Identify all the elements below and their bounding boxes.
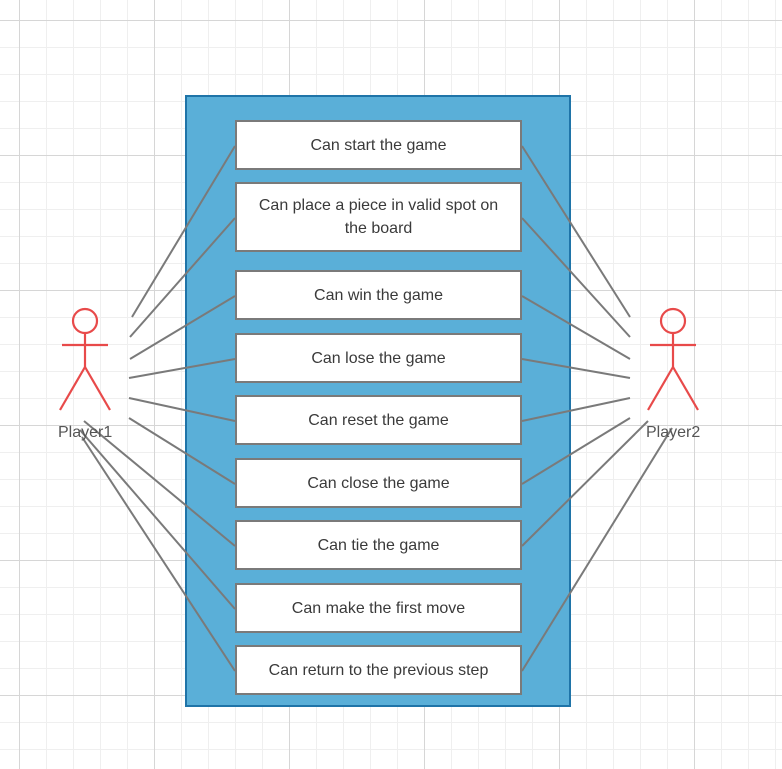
use-case-label: Can win the game bbox=[314, 286, 443, 304]
use-case-close-game[interactable]: Can close the game bbox=[235, 458, 522, 508]
association-line-player1-return[interactable] bbox=[81, 436, 236, 672]
use-case-return-previous-step[interactable]: Can return to the previous step bbox=[235, 645, 522, 695]
association-line-player2-return[interactable] bbox=[521, 427, 673, 672]
use-case-first-move[interactable]: Can make the first move bbox=[235, 583, 522, 633]
association-line-player2-lose[interactable] bbox=[521, 358, 631, 379]
actor-left-leg-icon bbox=[647, 366, 674, 411]
actor-right-leg-icon bbox=[84, 366, 111, 411]
use-case-label: Can start the game bbox=[310, 136, 447, 154]
actor-player2[interactable] bbox=[647, 307, 699, 411]
use-case-label: Can place a piece in valid spot on the b… bbox=[258, 197, 499, 237]
use-case-label: Can make the first move bbox=[291, 599, 466, 617]
association-line-player2-reset[interactable] bbox=[521, 397, 631, 422]
use-case-win-game[interactable]: Can win the game bbox=[235, 270, 522, 320]
actor-label-player2: Player2 bbox=[646, 424, 701, 441]
association-line-player2-tie[interactable] bbox=[521, 420, 649, 547]
association-lines bbox=[79, 145, 673, 672]
association-line-player1-tie[interactable] bbox=[83, 420, 236, 547]
association-line-player1-first-move[interactable] bbox=[79, 429, 236, 610]
use-case-tie-game[interactable]: Can tie the game bbox=[235, 520, 522, 570]
association-line-player1-reset[interactable] bbox=[128, 397, 236, 422]
association-line-player1-win[interactable] bbox=[129, 295, 236, 360]
use-case-label: Can close the game bbox=[307, 474, 450, 492]
association-line-player1-lose[interactable] bbox=[128, 358, 236, 379]
association-line-player2-place[interactable] bbox=[521, 217, 631, 338]
association-line-player1-close[interactable] bbox=[128, 417, 236, 485]
actor-left-leg-icon bbox=[59, 366, 86, 411]
association-line-player2-start[interactable] bbox=[521, 145, 631, 318]
association-line-player1-place[interactable] bbox=[129, 217, 236, 338]
actor-player1[interactable] bbox=[59, 307, 111, 411]
actor-right-leg-icon bbox=[672, 366, 699, 411]
use-case-reset-game[interactable]: Can reset the game bbox=[235, 395, 522, 445]
use-case-label: Can tie the game bbox=[317, 536, 440, 554]
actor-head-icon bbox=[659, 307, 687, 335]
use-case-lose-game[interactable]: Can lose the game bbox=[235, 333, 522, 383]
actor-head-icon bbox=[71, 307, 99, 335]
use-case-start-game[interactable]: Can start the game bbox=[235, 120, 522, 170]
use-case-label: Can reset the game bbox=[308, 411, 449, 429]
use-case-label: Can return to the previous step bbox=[268, 661, 489, 679]
actor-label-player1: Player1 bbox=[58, 424, 113, 441]
association-line-player2-close[interactable] bbox=[521, 417, 631, 485]
association-line-player2-win[interactable] bbox=[521, 295, 631, 360]
use-case-label: Can lose the game bbox=[311, 349, 446, 367]
association-line-player1-start[interactable] bbox=[131, 145, 236, 318]
use-case-place-piece[interactable]: Can place a piece in valid spot on the b… bbox=[235, 182, 522, 252]
